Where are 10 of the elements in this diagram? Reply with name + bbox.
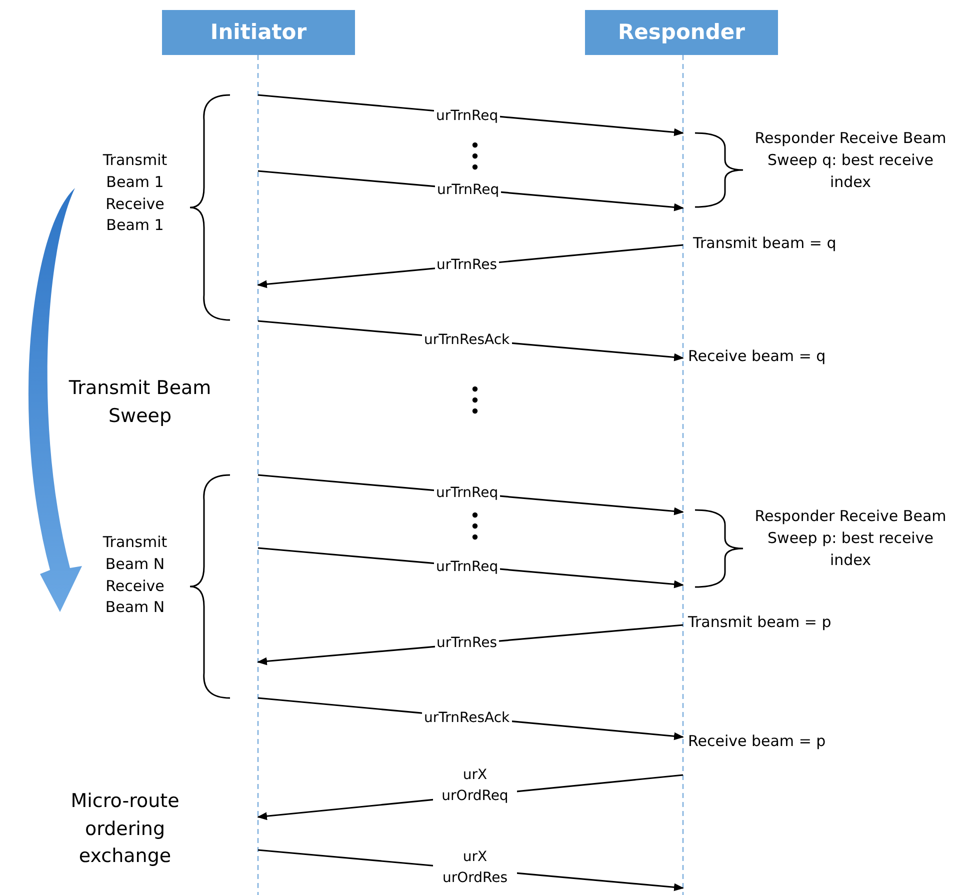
annotation-text: Transmit Beam 1 Receive Beam 1 <box>102 150 168 236</box>
annotation-text: Responder Receive Beam Sweep p: best receive index <box>754 506 948 570</box>
annotation-text: Responder Receive Beam Sweep q: best receive index <box>754 128 948 192</box>
annotation-text: Transmit Beam Sweep <box>68 376 212 429</box>
annotation-text: Receive beam = q <box>688 346 827 367</box>
annotation-text: Transmit beam = p <box>688 612 832 633</box>
annotation-text: Receive beam = p <box>688 731 827 752</box>
annotation-text: Transmit Beam N Receive Beam N <box>102 532 168 618</box>
annotation-text: Micro-route ordering exchange <box>70 789 180 870</box>
annotation-text: Transmit beam = q <box>693 233 838 254</box>
